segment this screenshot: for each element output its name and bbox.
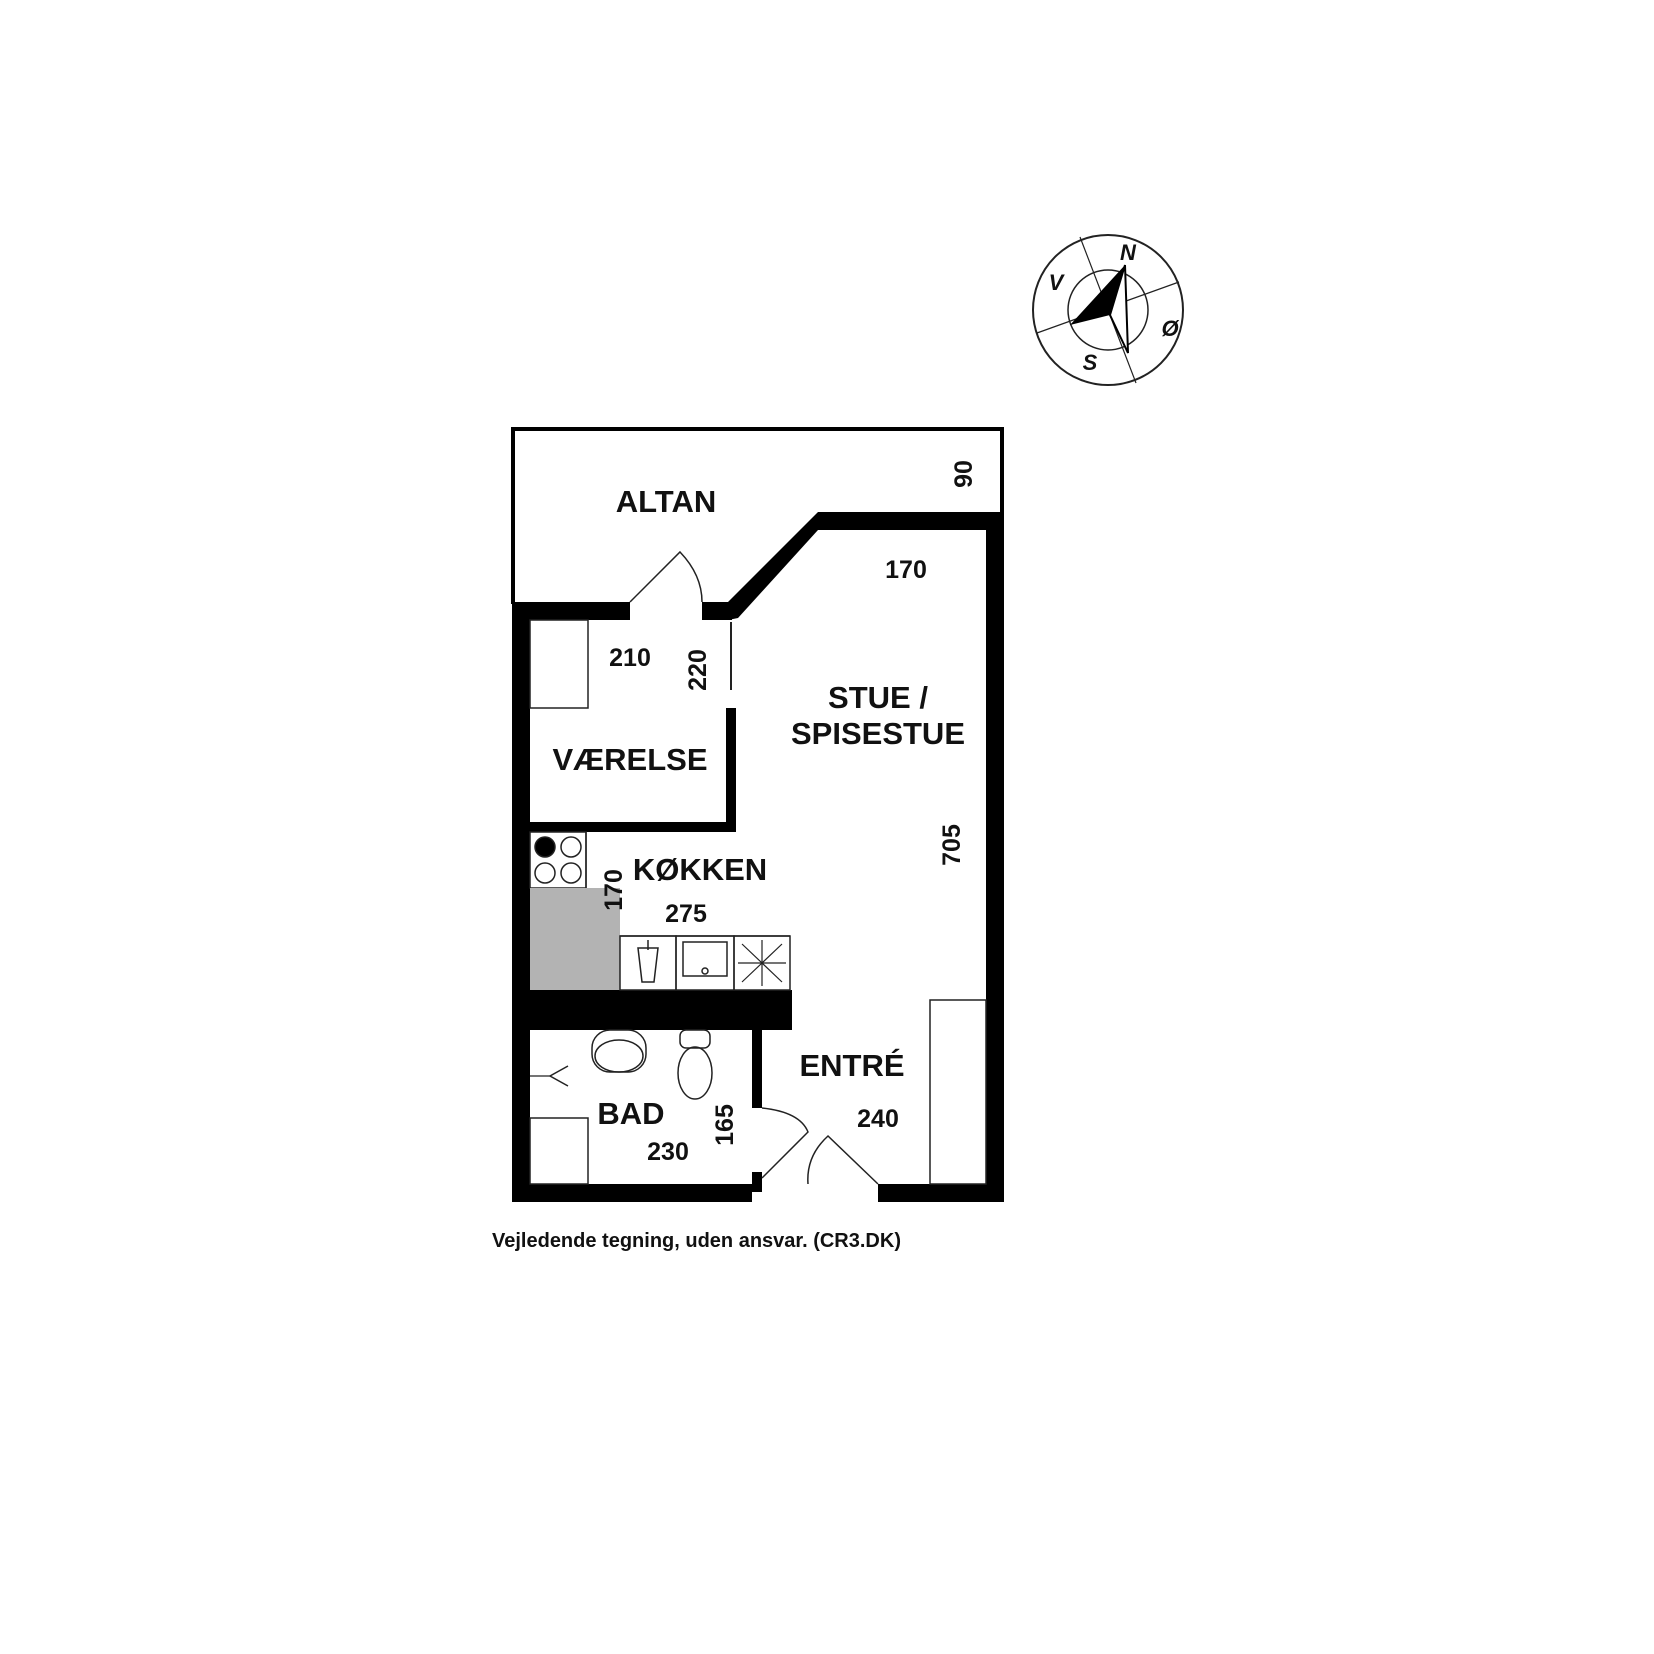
compass-needle-light-icon — [1108, 264, 1129, 354]
compass-o: Ø — [1161, 316, 1179, 341]
compass-s: S — [1083, 350, 1098, 375]
wardrobe — [929, 999, 987, 1185]
dim-kokken-width: 275 — [665, 900, 707, 928]
sink-icon — [637, 947, 659, 983]
compass-rose-icon: N V Ø S — [1032, 234, 1184, 386]
room-label-entre: ENTRÉ — [799, 1048, 904, 1083]
dim-vaerelse-depth: 220 — [684, 649, 712, 691]
dim-stue-width: 170 — [885, 556, 927, 584]
dim-stue-length: 705 — [938, 824, 966, 866]
disclaimer-caption: Vejledende tegning, uden ansvar. (CR3.DK… — [492, 1230, 901, 1252]
fixtures — [529, 619, 987, 1185]
room-label-altan: ALTAN — [616, 484, 716, 519]
dim-entre-width: 240 — [857, 1105, 899, 1133]
compass-v: V — [1049, 270, 1066, 295]
room-label-bad: BAD — [597, 1096, 664, 1131]
toilet-tank-icon — [679, 1029, 711, 1049]
dim-bad-depth: 165 — [711, 1104, 739, 1146]
room-label-stue-line1: STUE / — [828, 680, 928, 715]
room-label-vaerelse: VÆRELSE — [552, 742, 707, 777]
dim-vaerelse-width: 210 — [609, 644, 651, 672]
walls — [512, 512, 1004, 1202]
room-label-kokken: KØKKEN — [633, 852, 767, 887]
doors — [629, 550, 879, 1185]
dim-bad-width: 230 — [647, 1138, 689, 1166]
oven-icon — [682, 941, 728, 977]
room-label-stue-line2: SPISESTUE — [791, 716, 965, 751]
compass-n: N — [1120, 240, 1137, 265]
dim-kokken-depth: 170 — [600, 869, 628, 911]
shower-icon — [548, 1065, 569, 1087]
counter — [530, 888, 620, 990]
toilet-icon — [677, 1046, 713, 1100]
fridge-icon — [738, 940, 786, 986]
balcony-outline — [511, 427, 1004, 604]
dim-altan-depth: 90 — [950, 460, 978, 488]
